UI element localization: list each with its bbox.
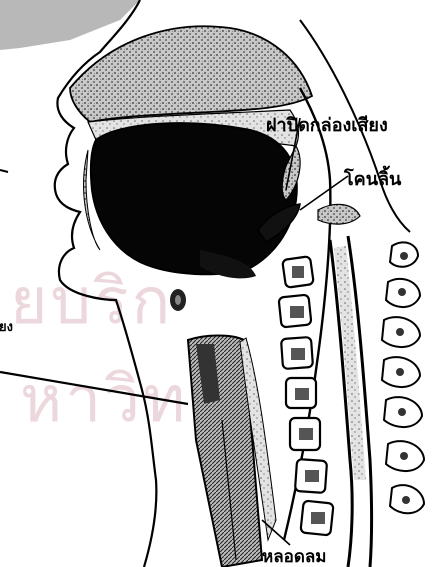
label-epiglottis: ฝาปิดกล่องเสียง	[266, 110, 388, 139]
atlas-vertebra	[318, 204, 360, 224]
scan-smudge	[0, 0, 140, 50]
leader-line-larynx	[0, 372, 188, 404]
edge-mark	[0, 170, 8, 172]
label-tongue-base: โคนลิ้น	[344, 164, 401, 193]
tongue	[91, 123, 297, 274]
label-trachea: หลอดลม	[262, 543, 327, 567]
label-left-edge-fragment: ยง	[0, 316, 13, 337]
nasal-cavity	[70, 26, 312, 122]
spinous-processes	[382, 242, 424, 513]
hyoid-bone-inner	[175, 295, 181, 305]
